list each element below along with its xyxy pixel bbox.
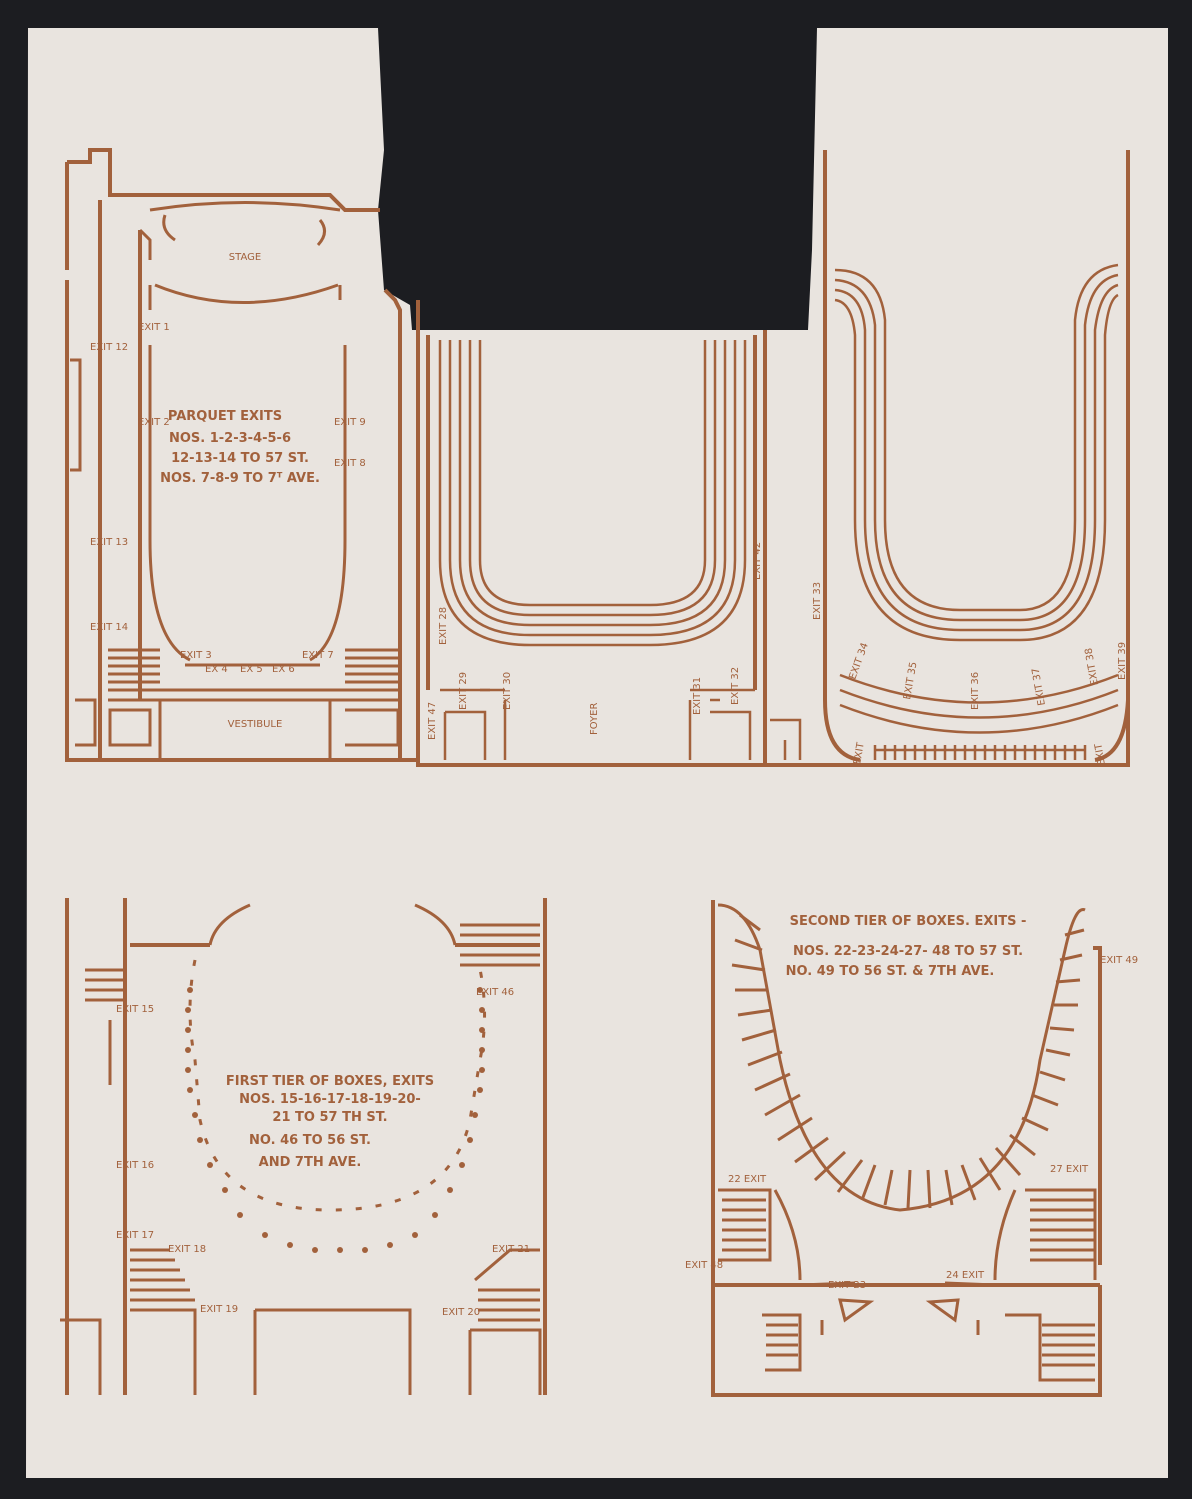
foyer-plan: FOYER EXIT 28 EXIT 47 EXIT 29 EXIT 30 EX… (416, 330, 767, 767)
first-tier-line-4: AND 7TH AVE. (259, 1155, 362, 1170)
exit-31-label: EXIT 31 (692, 677, 703, 715)
exit-32-label: EXIT 32 (730, 667, 741, 705)
exit-17-label: EXIT 17 (116, 1230, 154, 1241)
exit-20-label: EXIT 20 (442, 1307, 480, 1318)
first-tier-title: FIRST TIER OF BOXES, EXITS (226, 1074, 434, 1089)
first-tier-line-3: NO. 46 TO 56 ST. (249, 1133, 371, 1148)
exit-36-label: EXIT 36 (970, 672, 981, 710)
exit-15-label: EXIT 15 (116, 1004, 154, 1015)
exit-30-label: EXIT 30 (502, 672, 513, 710)
stage-label: STAGE (229, 252, 261, 263)
exit-27-label: 27 EXIT (1050, 1164, 1089, 1175)
paper (26, 28, 1168, 1478)
parquet-line-2: 12-13-14 TO 57 ST. (171, 451, 309, 466)
parquet-plan: STAGE VESTIBULE PARQUET EXITS NOS. 1-2-3… (65, 148, 420, 762)
exit-21-label: EXIT 21 (492, 1244, 530, 1255)
exit-24-label: 24 EXIT (946, 1270, 985, 1281)
exit-48-label: EXIT 48 (685, 1260, 723, 1271)
exit-18-label: EXIT 18 (168, 1244, 206, 1255)
second-tier-line-1: NOS. 22-23-24-27- 48 TO 57 ST. (793, 944, 1023, 959)
second-tier-title: SECOND TIER OF BOXES. EXITS - (790, 914, 1027, 929)
exit-22-label: 22 EXIT (728, 1174, 767, 1185)
first-tier-plan: FIRST TIER OF BOXES, EXITS NOS. 15-16-17… (60, 898, 547, 1395)
exit-29-label: EXIT 29 (458, 672, 469, 710)
parquet-title: PARQUET EXITS (168, 409, 282, 424)
second-tier-plan: SECOND TIER OF BOXES. EXITS - NOS. 22-23… (685, 900, 1138, 1397)
parquet-line-1: NOS. 1-2-3-4-5-6 (169, 431, 291, 446)
first-tier-line-2: 21 TO 57 TH ST. (272, 1110, 387, 1125)
exit-13-label: EXIT 13 (90, 537, 128, 548)
ex-4-label: EX 4 (205, 664, 228, 675)
exit-47-label: EXIT 47 (427, 702, 438, 740)
exit-1-label: EXIT 1 (138, 322, 170, 333)
exit-right-label: EXIT (1093, 742, 1108, 767)
second-tier-line-2: NO. 49 TO 56 ST. & 7TH AVE. (786, 964, 995, 979)
exit-23-label: EXIT 23 (828, 1280, 866, 1291)
vestibule-label: VESTIBULE (228, 719, 283, 730)
exit-33-label: EXIT 33 (812, 582, 823, 620)
parquet-line-3: NOS. 7-8-9 TO 7ᵀ AVE. (160, 471, 320, 486)
exit-12-label: EXIT 12 (90, 342, 128, 353)
ex-6-label: EX 6 (272, 664, 295, 675)
exit-2-label: EXIT 2 (138, 417, 170, 428)
exit-28-label: EXIT 28 (438, 607, 449, 645)
exit-42-label: EXIT 42 (752, 542, 763, 580)
foyer-label: FOYER (589, 702, 600, 735)
exit-3-label: EXIT 3 (180, 650, 212, 661)
exit-8-label: EXIT 8 (334, 458, 366, 469)
exit-7-label: EXIT 7 (302, 650, 334, 661)
exit-19-label: EXIT 19 (200, 1304, 238, 1315)
exit-49-label: EXIT 49 (1100, 955, 1138, 966)
exit-39-label: EXIT 39 (1117, 642, 1128, 680)
exit-left-label: EXIT (852, 741, 867, 766)
exit-9-label: EXIT 9 (334, 417, 366, 428)
ex-5-label: EX 5 (240, 664, 263, 675)
exit-16-label: EXIT 16 (116, 1160, 154, 1171)
exit-46-label: EXIT 46 (476, 987, 514, 998)
first-tier-line-1: NOS. 15-16-17-18-19-20- (239, 1092, 421, 1107)
exit-14-label: EXIT 14 (90, 622, 128, 633)
